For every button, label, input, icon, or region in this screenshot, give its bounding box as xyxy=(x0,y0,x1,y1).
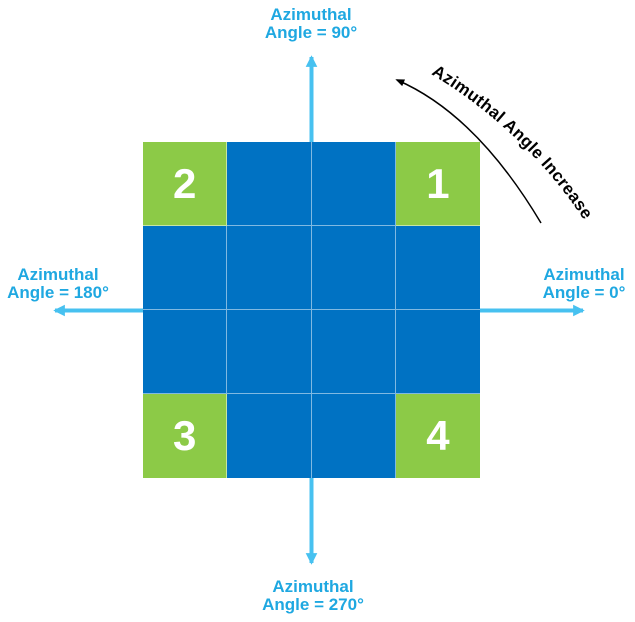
grid-cell xyxy=(311,142,396,226)
quadrant-number: 1 xyxy=(426,159,450,207)
curved-increase-arrow-icon xyxy=(395,79,542,224)
detector-grid: 2 1 3 4 xyxy=(143,142,480,478)
grid-cell xyxy=(227,394,312,478)
axis-label-0: Azimuthal Angle = 0° xyxy=(543,266,626,302)
quadrant-number: 4 xyxy=(426,412,450,459)
grid-cell-quadrant-1: 1 xyxy=(395,142,480,226)
grid-cell-quadrant-4: 4 xyxy=(395,394,480,478)
axis-label-90-line2: Angle = 90° xyxy=(264,23,358,42)
axis-label-90: Azimuthal Angle = 90° xyxy=(265,6,357,42)
axis-label-90-line1: Azimuthal xyxy=(270,5,352,24)
axis-label-0-line1: Azimuthal xyxy=(543,265,625,284)
grid-cell-quadrant-3: 3 xyxy=(143,394,228,478)
quadrant-number: 3 xyxy=(172,412,197,459)
quadrant-number: 2 xyxy=(172,159,197,207)
grid-cell xyxy=(143,226,228,310)
axis-label-270: Azimuthal Angle = 270° xyxy=(262,578,364,614)
axis-label-0-line2: Angle = 0° xyxy=(542,283,626,302)
axis-label-180-line2: Angle = 180° xyxy=(7,283,109,302)
axis-label-180: Azimuthal Angle = 180° xyxy=(7,266,109,302)
axis-label-270-line2: Angle = 270° xyxy=(262,595,364,614)
grid-cell xyxy=(395,310,480,394)
grid-cell xyxy=(311,226,396,310)
grid-cell-quadrant-2: 2 xyxy=(143,142,228,226)
grid-cell xyxy=(143,310,228,394)
axis-label-180-line1: Azimuthal xyxy=(17,265,99,284)
grid-cell xyxy=(395,226,480,310)
grid-cell xyxy=(227,310,312,394)
grid-cell xyxy=(311,310,396,394)
grid-cell xyxy=(227,226,312,310)
axis-label-270-line1: Azimuthal xyxy=(272,577,354,596)
grid-cell xyxy=(311,394,396,478)
grid-cell xyxy=(227,142,312,226)
